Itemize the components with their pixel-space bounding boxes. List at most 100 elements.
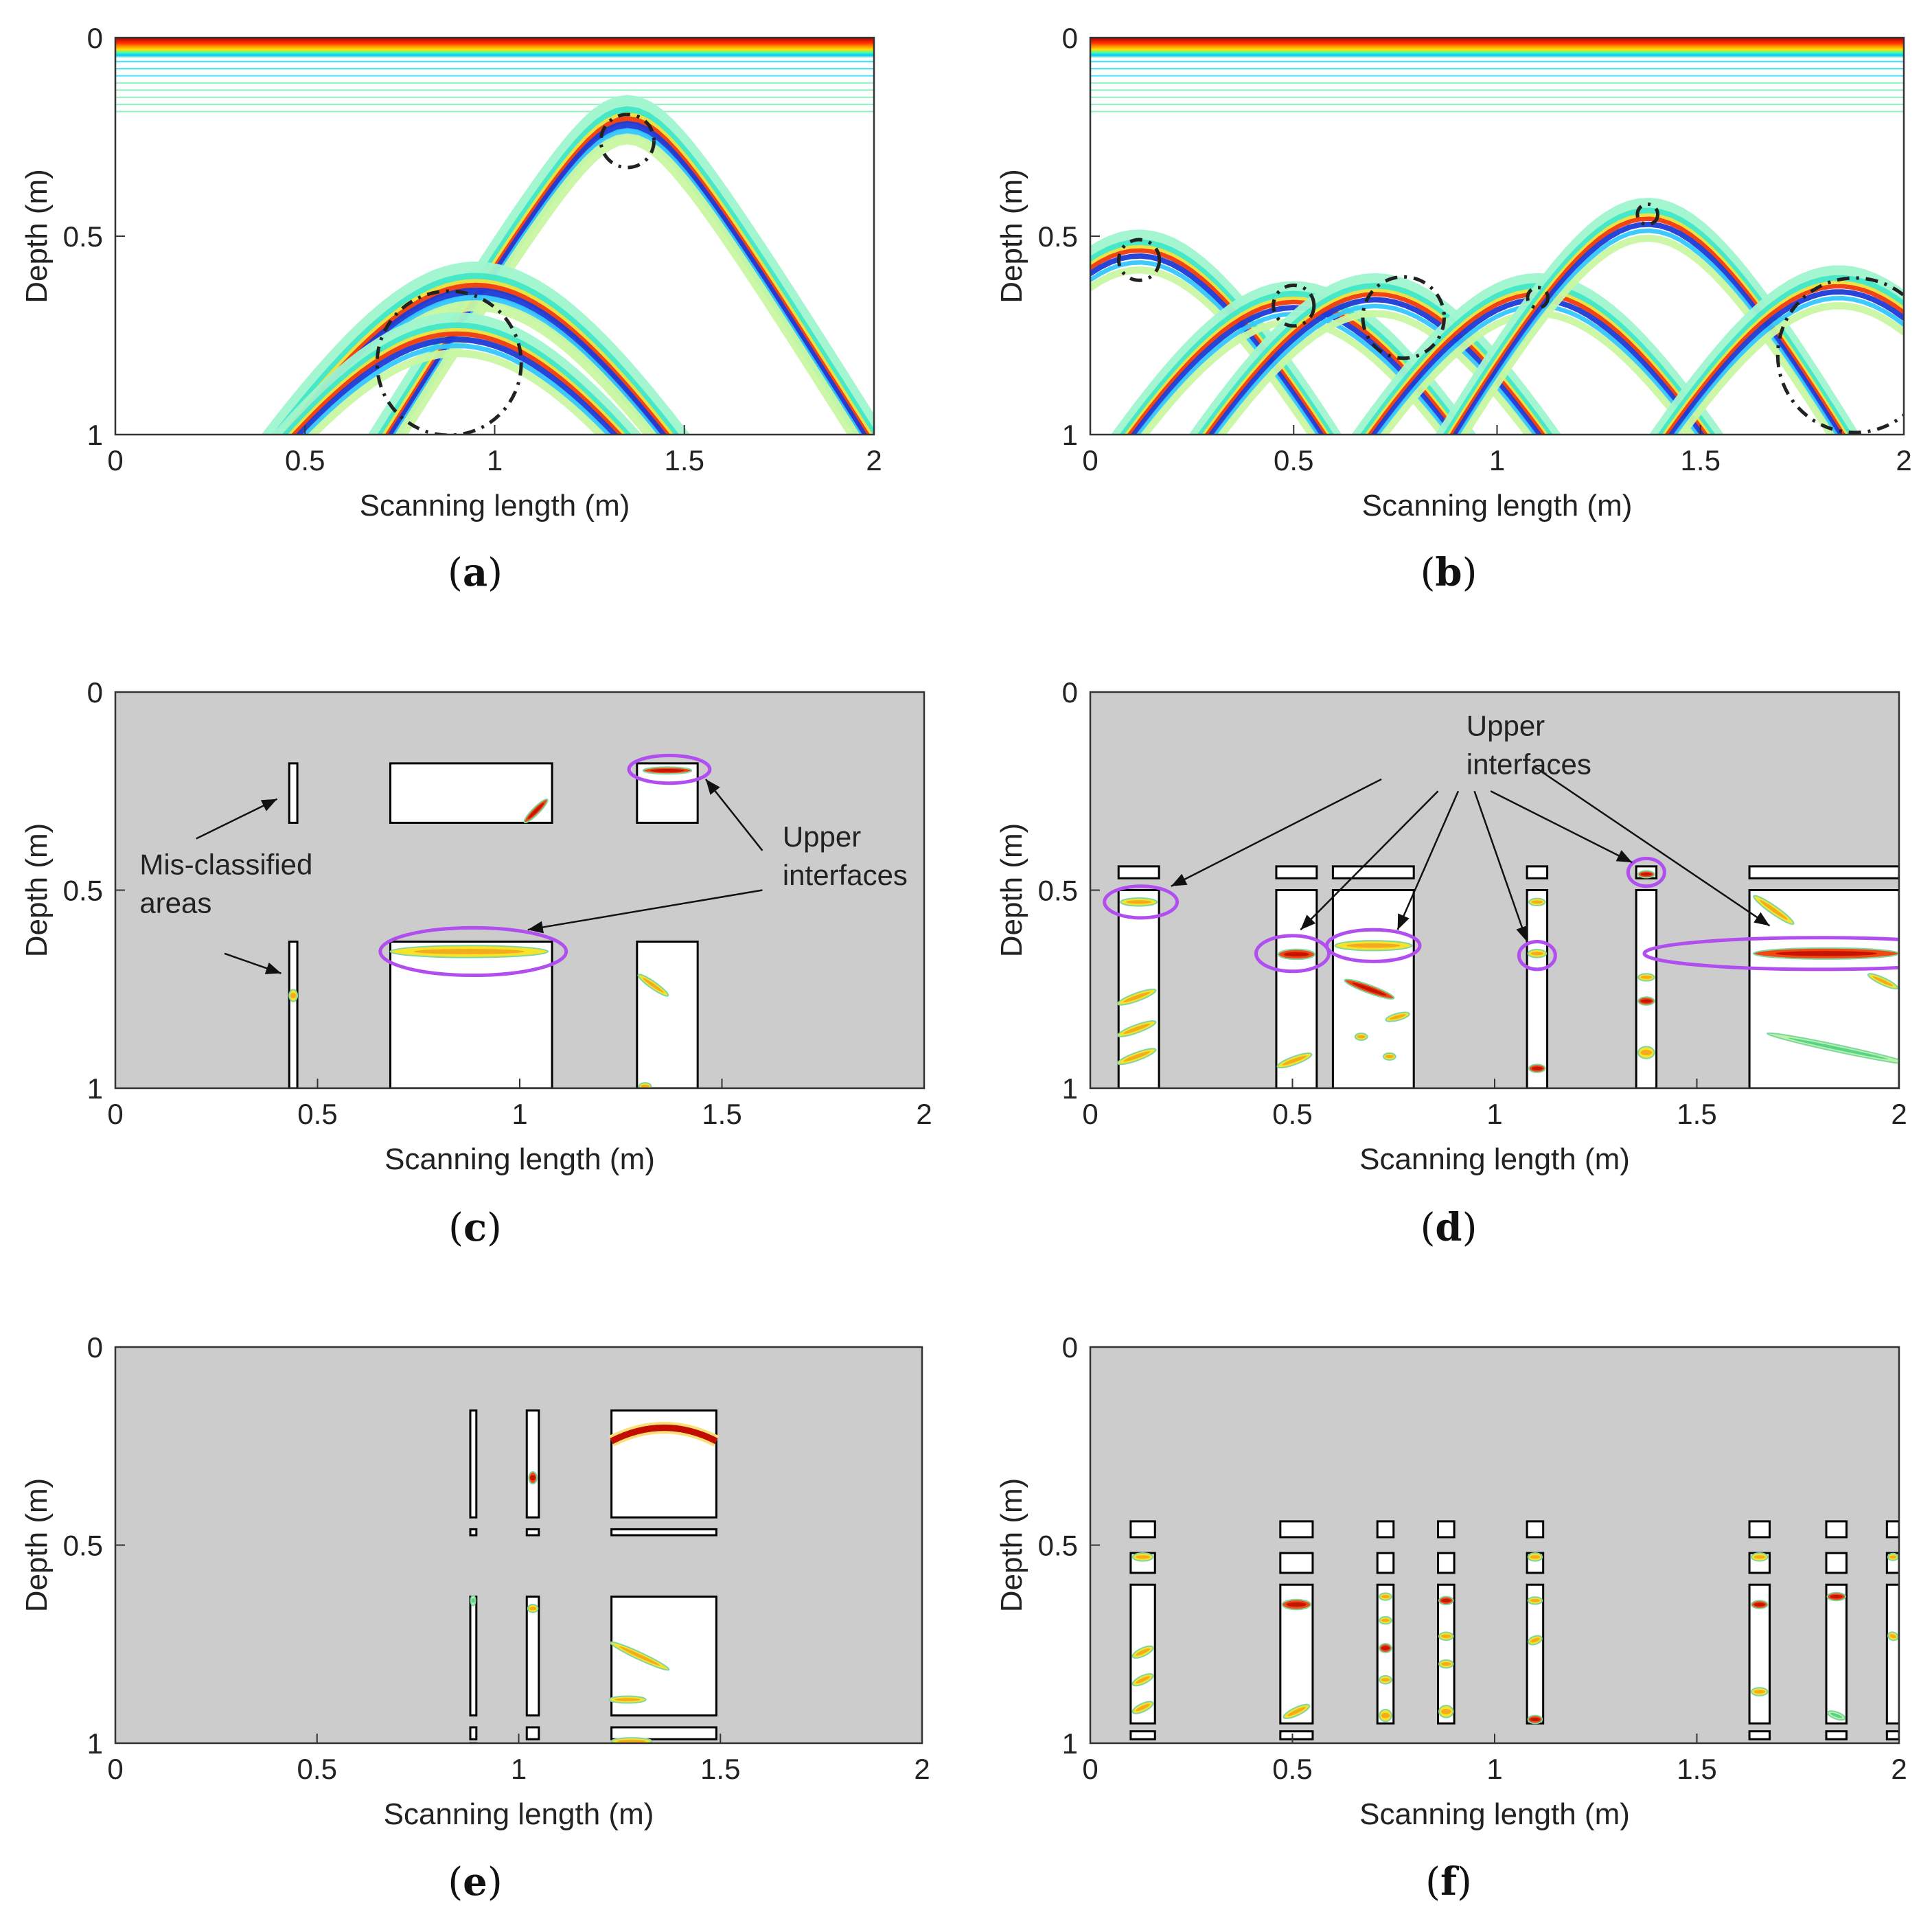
detection-box	[1526, 889, 1549, 1088]
arrow-head	[1171, 873, 1188, 886]
panel-caption: (a)	[448, 550, 503, 595]
x-tick-label: 0	[107, 444, 123, 476]
reflection-blob-core	[1753, 1602, 1766, 1607]
reflection-blob-core	[1123, 991, 1151, 1002]
arrow-head	[1516, 925, 1528, 942]
x-tick-label: 0	[107, 1098, 123, 1130]
interface-highlight	[1254, 934, 1331, 974]
detection-box	[1129, 1520, 1156, 1539]
annotation-arrow	[1534, 766, 1771, 927]
panel-caption: (d)	[1421, 1205, 1477, 1250]
reflection-hyperbola	[1376, 303, 1700, 435]
reflection-blob-core	[1441, 1634, 1451, 1638]
detection-box	[525, 1596, 540, 1717]
annotation-text: interfaces	[783, 859, 908, 891]
panel-caption: (b)	[1421, 550, 1477, 595]
detection-box	[1275, 865, 1318, 879]
detection-box	[1279, 1552, 1314, 1574]
reflection-blob-core	[1889, 1555, 1897, 1559]
interface-highlight	[1325, 928, 1422, 963]
interface-highlight	[1517, 940, 1557, 971]
x-axis-label: Scanning length (m)	[1359, 1797, 1630, 1831]
x-tick-label: 0.5	[297, 1753, 337, 1785]
annotation-arrow	[1473, 790, 1528, 942]
reflection-hyperbola	[1351, 273, 1724, 435]
reflection-hyperbola	[1668, 289, 1904, 435]
detection-box	[1376, 1583, 1395, 1725]
reflection-blob-core	[1441, 1708, 1451, 1714]
reflection-blob-core	[1136, 1703, 1150, 1712]
reflection-blob-core	[1381, 1618, 1390, 1622]
detection-box	[610, 1528, 717, 1537]
x-tick-label: 0.5	[1272, 1753, 1312, 1785]
y-tick-label: 0	[87, 676, 103, 709]
detection-box	[1376, 1520, 1395, 1539]
x-axis-label: Scanning length (m)	[360, 489, 630, 522]
reflection-blob-core	[1283, 952, 1309, 957]
y-axis-label: Depth (m)	[995, 1478, 1028, 1613]
x-axis-label: Scanning length (m)	[384, 1142, 655, 1176]
reflection-hyperbola	[1127, 299, 1461, 435]
detection-box	[1748, 1520, 1771, 1539]
detection-box	[1437, 1552, 1456, 1574]
y-tick-label: 0.5	[63, 1530, 103, 1562]
reflection-hyperbola	[1090, 229, 1342, 435]
detection-box	[1129, 1730, 1156, 1740]
annotation-text: Upper	[1467, 709, 1545, 741]
reflection-hyperbola	[1140, 318, 1448, 435]
y-axis-label: Depth (m)	[20, 169, 54, 303]
reflection-hyperbola	[290, 295, 661, 435]
reflection-blob-core	[1640, 873, 1653, 876]
x-tick-label: 0.5	[285, 444, 325, 476]
x-tick-label: 2	[1896, 444, 1911, 476]
reflection-blob-core	[1123, 1023, 1151, 1034]
reflection-blob-core	[610, 1424, 718, 1445]
y-tick-label: 1	[87, 1727, 103, 1760]
x-tick-label: 0.5	[1274, 444, 1313, 476]
reflection-hyperbola	[284, 287, 667, 435]
plot-area-e	[115, 1347, 922, 1743]
y-tick-label: 0.5	[1038, 1530, 1078, 1562]
reflection-blob-core	[650, 768, 685, 772]
y-tick-label: 1	[1062, 1072, 1078, 1105]
plot-area-f	[1090, 1347, 1899, 1743]
x-axis-label: Scanning length (m)	[384, 1797, 654, 1831]
x-tick-label: 1	[1486, 1753, 1502, 1785]
y-tick-label: 1	[87, 419, 103, 451]
detection-box	[1279, 1520, 1314, 1539]
annotation-text: Upper	[783, 820, 861, 853]
reflection-hyperbola	[1217, 310, 1533, 435]
x-tick-label: 0.5	[297, 1098, 337, 1130]
reflection-blob-core	[1381, 1712, 1390, 1718]
reflection-blob-core	[1530, 1598, 1541, 1602]
detection-box	[288, 762, 299, 824]
reflection-blob-core	[1357, 1035, 1366, 1039]
annotation-text: Mis-classified	[139, 848, 312, 880]
y-tick-label: 0	[1062, 1331, 1078, 1364]
x-tick-label: 2	[866, 444, 882, 476]
y-tick-label: 1	[1062, 1727, 1078, 1760]
panel-caption: (c)	[448, 1205, 502, 1250]
reflection-blob-core	[1287, 1707, 1306, 1716]
reflection-hyperbola	[1664, 284, 1904, 435]
reflection-hyperbola	[307, 349, 606, 435]
x-tick-label: 1	[487, 444, 503, 476]
reflection-blob-core	[1126, 900, 1152, 904]
detection-box	[1279, 1730, 1314, 1740]
detection-box	[1748, 865, 1899, 879]
annotation-arrow	[1396, 790, 1460, 930]
surface-reflection	[115, 38, 874, 58]
arrow-head	[264, 962, 281, 974]
detection-box	[1885, 1520, 1899, 1539]
dashed-circle	[375, 289, 523, 435]
masked-background	[115, 1347, 922, 1743]
reflection-hyperbola	[1649, 265, 1904, 435]
panel-caption: (f)	[1425, 1859, 1472, 1905]
reflection-blob-core	[614, 1698, 641, 1701]
y-tick-label: 0.5	[1038, 875, 1078, 907]
